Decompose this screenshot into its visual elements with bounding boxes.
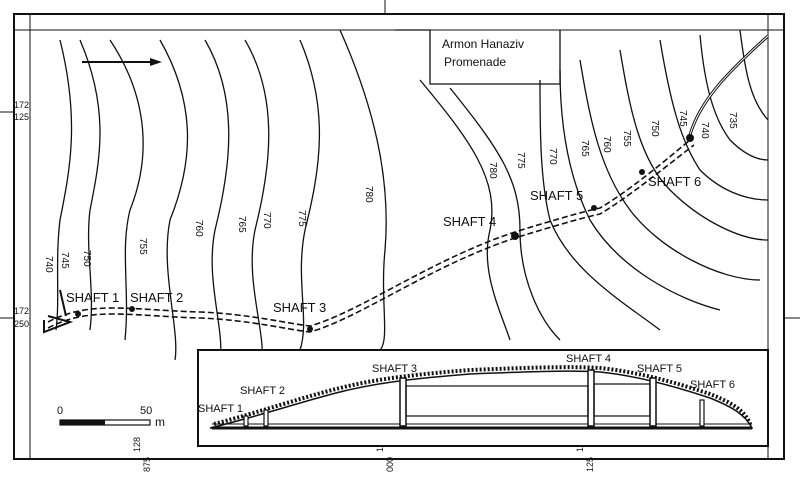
- grid-label: 125: [585, 457, 595, 472]
- shaft-marker: [591, 205, 597, 211]
- edge-label: 172: [14, 100, 29, 110]
- shaft-label: SHAFT 6: [648, 174, 701, 189]
- shaft-marker: [75, 311, 81, 317]
- contours: [55, 29, 769, 361]
- contour-label: 740: [699, 122, 710, 139]
- shaft-label: SHAFT 3: [273, 300, 326, 315]
- section-shaft-label: SHAFT 3: [372, 363, 417, 375]
- cross-section-inset: SHAFT 1 SHAFT 2 SHAFT 3 SHAFT 4 SHAFT 5 …: [197, 349, 769, 447]
- contour-label: 775: [296, 210, 307, 227]
- shaft-label: SHAFT 4: [443, 214, 496, 229]
- shaft-label: SHAFT 1: [66, 290, 119, 305]
- map-frame: [13, 13, 785, 460]
- grid-label: 128: [132, 437, 142, 452]
- contour-label: 745: [59, 252, 70, 269]
- shaft-label: SHAFT 5: [530, 188, 583, 203]
- contour-label: 780: [363, 186, 374, 203]
- tunnel-route: [47, 139, 695, 333]
- scale-fifty: 50: [140, 405, 152, 417]
- edge-label: 125: [14, 112, 29, 122]
- contour-label: 765: [236, 216, 247, 233]
- contour-label: 755: [137, 238, 148, 255]
- shaft-marker: [639, 169, 645, 175]
- edge-label: 172: [14, 306, 29, 316]
- shaft-marker: [307, 326, 313, 332]
- contour-label: 760: [193, 220, 204, 237]
- contour-label: 770: [261, 212, 272, 229]
- section-shaft-label: SHAFT 5: [637, 363, 682, 375]
- contour-label: 760: [601, 136, 612, 153]
- promenade-box: Armon Hanaziv Promenade: [395, 29, 561, 85]
- contour-label: 780: [487, 162, 498, 179]
- scale-bar: 0 50 m: [57, 405, 165, 429]
- edge-label: 250: [14, 319, 29, 329]
- scale-unit: m: [155, 415, 165, 429]
- contour-label: 770: [547, 148, 558, 165]
- place-label-line2: Promenade: [444, 55, 506, 69]
- contour-label: 735: [727, 112, 738, 129]
- contour-label: 755: [621, 130, 632, 147]
- contour-label: 745: [677, 110, 688, 127]
- contour-label: 775: [515, 152, 526, 169]
- grid-label: 000: [385, 457, 395, 472]
- section-shaft-label: SHAFT 1: [198, 403, 243, 415]
- shaft-marker: [129, 306, 135, 312]
- section-shaft-label: SHAFT 2: [240, 385, 285, 397]
- place-label-line1: Armon Hanaziv: [442, 37, 524, 51]
- tunnel-entrance: [43, 315, 74, 334]
- contour-label: 765: [579, 140, 590, 157]
- north-arrow-icon: [82, 58, 162, 66]
- contour-label: 750: [649, 120, 660, 137]
- grid-label: 875: [142, 457, 152, 472]
- contour-label: 740: [43, 256, 54, 273]
- contour-label: 750: [81, 250, 92, 267]
- shaft-marker: [511, 232, 519, 240]
- shaft-label: SHAFT 2: [130, 290, 183, 305]
- scale-zero: 0: [57, 405, 63, 417]
- shaft-marker: [686, 134, 694, 142]
- section-shaft-label: SHAFT 4: [566, 353, 611, 365]
- section-shaft-label: SHAFT 6: [690, 379, 735, 391]
